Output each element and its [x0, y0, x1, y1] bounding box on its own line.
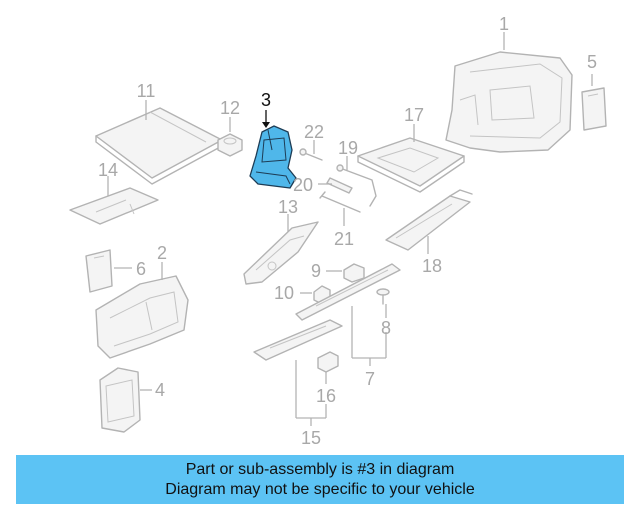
part-20-wrench[interactable] — [326, 177, 353, 194]
callout-10: 10 — [274, 283, 294, 303]
callout-2: 2 — [157, 243, 167, 263]
callout-9: 9 — [311, 261, 321, 281]
part-6-cover[interactable] — [85, 249, 113, 293]
part-22-bolt[interactable] — [299, 148, 323, 161]
info-banner: Part or sub-assembly is #3 in diagram Di… — [16, 455, 624, 504]
banner-line-2: Diagram may not be specific to your vehi… — [165, 480, 475, 498]
part-12-plug[interactable] — [217, 133, 243, 157]
part-19-handle[interactable] — [336, 164, 377, 207]
callout-13: 13 — [278, 197, 298, 217]
callout-1: 1 — [499, 14, 509, 34]
part-16-pad[interactable] — [317, 351, 339, 373]
callout-8: 8 — [381, 318, 391, 338]
callout-21: 21 — [334, 229, 354, 249]
callout-22: 22 — [304, 122, 324, 142]
callout-15: 15 — [301, 428, 321, 448]
part-8-fastener[interactable] — [376, 288, 390, 305]
callout-4: 4 — [155, 380, 165, 400]
part-14-mat[interactable] — [69, 187, 159, 225]
part-9-clip[interactable] — [343, 263, 365, 283]
callout-7: 7 — [365, 369, 375, 389]
callout-18: 18 — [422, 256, 442, 276]
banner-line-1: Part or sub-assembly is #3 in diagram — [185, 460, 455, 478]
callout-16: 16 — [316, 386, 336, 406]
parts-diagram: 1 5 11 12 14 3 22 — [69, 14, 607, 448]
callout-19: 19 — [338, 138, 358, 158]
callout-3: 3 — [261, 90, 271, 110]
part-21-tool[interactable] — [319, 191, 361, 213]
part-17-tray[interactable] — [357, 137, 465, 193]
callout-6: 6 — [136, 259, 146, 279]
part-13-side-panel[interactable] — [243, 221, 319, 285]
part-18-jack[interactable] — [385, 189, 473, 251]
callout-14: 14 — [98, 160, 118, 180]
part-7-sill-plate[interactable] — [295, 263, 401, 321]
callout-12: 12 — [220, 98, 240, 118]
part-4-storage-box[interactable] — [99, 367, 141, 433]
part-3-highlighted[interactable] — [249, 125, 297, 189]
part-5-cover[interactable] — [581, 87, 607, 131]
callout-5: 5 — [587, 52, 597, 72]
callout-20: 20 — [293, 175, 313, 195]
part-1-quarter-trim[interactable] — [445, 51, 573, 153]
part-15-scuff-plate[interactable] — [253, 319, 343, 361]
callout-17: 17 — [404, 105, 424, 125]
callout-11: 11 — [137, 81, 156, 101]
part-2-lower-trim[interactable] — [95, 275, 189, 359]
